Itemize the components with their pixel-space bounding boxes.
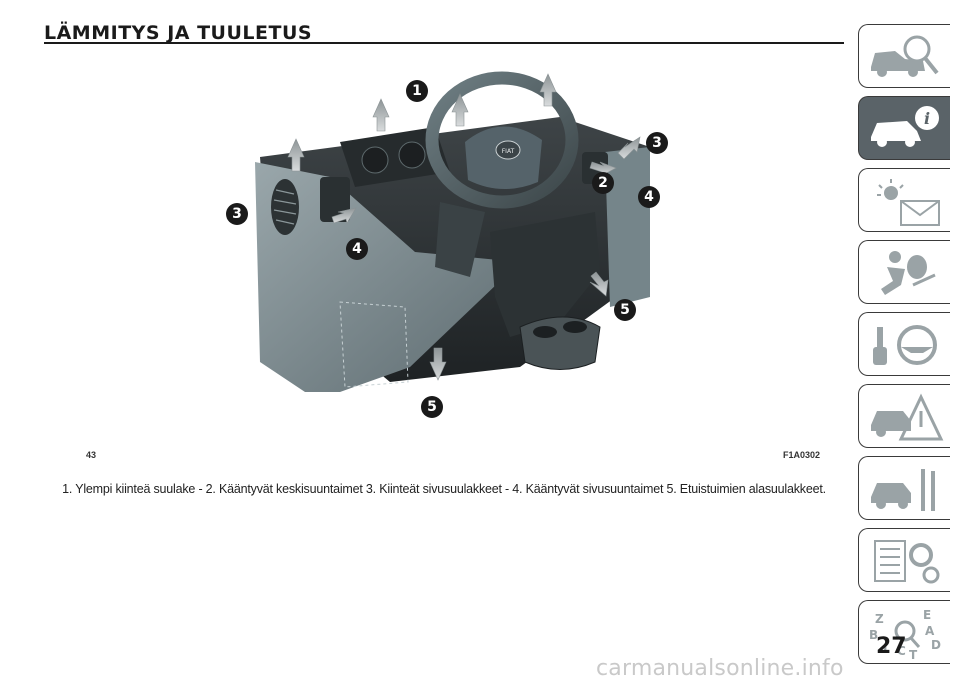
callout-1: 1 bbox=[406, 80, 428, 102]
figure-code: F1A0302 bbox=[783, 450, 821, 460]
figure-caption: 1. Ylempi kiinteä suulake - 2. Kääntyvät… bbox=[62, 482, 826, 496]
page-number: 27 bbox=[876, 634, 907, 659]
callout-4-right: 4 bbox=[638, 186, 660, 208]
tab-safety[interactable] bbox=[858, 240, 950, 304]
tab-technical-specs[interactable] bbox=[858, 528, 950, 592]
svg-text:D: D bbox=[931, 638, 941, 652]
tab-warning-lights[interactable] bbox=[858, 168, 950, 232]
watermark: carmanualsonline.info bbox=[596, 656, 844, 681]
figure-number: 43 bbox=[86, 450, 97, 460]
fiat-badge-text: FIAT bbox=[502, 148, 515, 155]
fiat-badge bbox=[495, 140, 521, 160]
right-panel bbox=[605, 147, 650, 307]
dashboard-illustration: FIAT bbox=[90, 62, 830, 447]
svg-text:Z: Z bbox=[875, 612, 884, 626]
title-rule bbox=[44, 42, 844, 44]
svg-text:C: C bbox=[897, 644, 906, 658]
steering-wheel-key-icon bbox=[873, 325, 937, 365]
tab-car-info[interactable]: i bbox=[858, 96, 950, 160]
page-title: LÄMMITYS JA TUULETUS bbox=[44, 22, 313, 44]
cup-holder bbox=[519, 316, 601, 370]
airflow-arrows bbox=[287, 73, 641, 381]
car-info-icon: i bbox=[871, 106, 939, 147]
airbag-person-icon bbox=[881, 251, 936, 295]
callout-5-bottom: 5 bbox=[421, 396, 443, 418]
svg-text:i: i bbox=[924, 109, 930, 128]
svg-text:T: T bbox=[909, 648, 918, 661]
svg-text:I: I bbox=[883, 642, 887, 656]
svg-text:B: B bbox=[869, 628, 878, 642]
svg-text:E: E bbox=[923, 608, 931, 622]
left-vent bbox=[271, 179, 299, 235]
dashboard-svg: FIAT bbox=[255, 71, 650, 392]
svg-text:A: A bbox=[925, 624, 935, 638]
tab-index[interactable]: Z E A B D I C T bbox=[858, 600, 950, 664]
tab-maintenance[interactable] bbox=[858, 456, 950, 520]
specs-gear-icon bbox=[874, 540, 940, 584]
alphabetical-index-icon: Z E A B D I C T bbox=[869, 608, 941, 661]
warning-light-icon bbox=[877, 179, 940, 226]
callout-4-left: 4 bbox=[346, 238, 368, 260]
callout-5-right: 5 bbox=[614, 299, 636, 321]
car-tools-icon bbox=[871, 469, 935, 511]
car-warning-triangle-icon bbox=[871, 393, 944, 441]
tab-starting-driving[interactable] bbox=[858, 312, 950, 376]
callout-2: 2 bbox=[592, 172, 614, 194]
car-search-icon bbox=[871, 35, 939, 77]
steering-wheel bbox=[425, 71, 579, 209]
callout-3-left: 3 bbox=[226, 203, 248, 225]
callout-3-right: 3 bbox=[646, 132, 668, 154]
tab-emergency[interactable] bbox=[858, 384, 950, 448]
tab-car-search[interactable] bbox=[858, 24, 950, 88]
